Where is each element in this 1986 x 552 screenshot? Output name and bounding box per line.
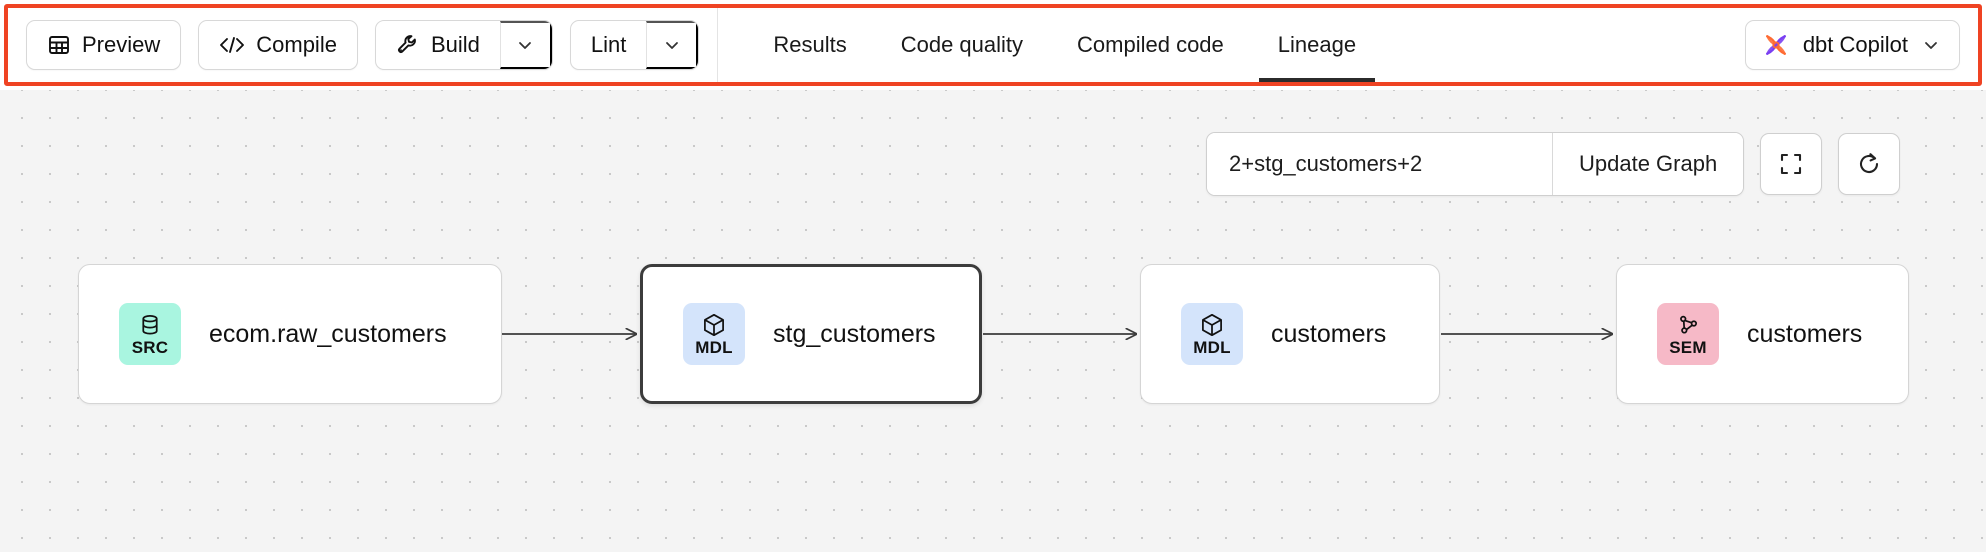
chevron-down-icon: [515, 35, 535, 55]
lint-dropdown-toggle[interactable]: [646, 21, 699, 69]
preview-button[interactable]: Preview: [26, 20, 182, 70]
spacer: [553, 20, 570, 70]
database-icon: [137, 312, 163, 338]
update-graph-button[interactable]: Update Graph: [1552, 133, 1744, 195]
badge-label: SEM: [1669, 338, 1707, 357]
node-type-badge-src: SRC: [119, 303, 181, 365]
spacer: [181, 20, 198, 70]
node-type-badge-sem: SEM: [1657, 303, 1719, 365]
dbt-copilot-label: dbt Copilot: [1802, 32, 1908, 57]
toolbar-annotation-frame: Preview Compile: [4, 4, 1982, 86]
code-brackets-icon: [219, 34, 245, 56]
node-type-badge-mdl: MDL: [1181, 303, 1243, 365]
node-label: customers: [1747, 319, 1863, 348]
graph-selector-input[interactable]: [1207, 133, 1552, 195]
lineage-node-src-ecom-raw-customers[interactable]: SRC ecom.raw_customers: [78, 264, 502, 404]
preview-label: Preview: [82, 32, 161, 57]
chevron-down-icon: [1921, 35, 1941, 55]
tab-compiled-code[interactable]: Compiled code: [1050, 8, 1251, 82]
tab-label: Compiled code: [1077, 32, 1224, 57]
badge-label: MDL: [695, 338, 733, 357]
wrench-icon: [396, 33, 420, 57]
tab-lineage[interactable]: Lineage: [1251, 8, 1383, 82]
node-label: ecom.raw_customers: [209, 319, 447, 348]
table-icon: [47, 33, 71, 57]
lint-button[interactable]: Lint: [571, 21, 646, 69]
dbt-copilot-icon: [1762, 31, 1790, 59]
lineage-edges: [501, 90, 1986, 552]
result-tabs: Results Code quality Compiled code Linea…: [746, 8, 1383, 82]
lineage-node-mdl-customers[interactable]: MDL customers: [1140, 264, 1440, 404]
lint-label: Lint: [590, 32, 627, 57]
selector-combo: Update Graph: [1206, 132, 1745, 196]
build-split-button: Build: [374, 20, 553, 70]
dbt-copilot-button[interactable]: dbt Copilot: [1744, 20, 1960, 70]
toolbar-divider: [717, 8, 719, 82]
tab-code-quality[interactable]: Code quality: [874, 8, 1050, 82]
expand-icon: [1778, 151, 1804, 177]
lint-split-button: Lint: [569, 20, 700, 70]
refresh-icon: [1856, 151, 1882, 177]
toolbar-actions: Preview Compile: [26, 20, 700, 70]
editor-toolbar: Preview Compile: [8, 8, 1978, 82]
tab-label: Code quality: [900, 32, 1024, 57]
node-label: stg_customers: [773, 319, 936, 348]
fullscreen-button[interactable]: [1760, 133, 1823, 195]
build-button[interactable]: Build: [376, 21, 500, 69]
lineage-canvas[interactable]: Update Graph: [0, 90, 1986, 552]
node-label: customers: [1271, 319, 1387, 348]
lineage-node-mdl-stg-customers[interactable]: MDL stg_customers: [640, 264, 982, 404]
badge-label: MDL: [1193, 338, 1231, 357]
cube-icon: [1199, 312, 1225, 338]
tab-results[interactable]: Results: [746, 8, 873, 82]
build-label: Build: [430, 32, 480, 57]
cube-icon: [701, 312, 727, 338]
tab-label: Lineage: [1277, 32, 1357, 57]
compile-label: Compile: [256, 32, 337, 57]
chevron-down-icon: [662, 35, 682, 55]
graph-controls: Update Graph: [1206, 132, 1901, 196]
tab-label: Results: [773, 32, 847, 57]
compile-button[interactable]: Compile: [198, 20, 358, 70]
badge-label: SRC: [131, 338, 169, 357]
graph-nodes-icon: [1675, 312, 1701, 338]
build-dropdown-toggle[interactable]: [499, 21, 552, 69]
node-type-badge-mdl: MDL: [683, 303, 745, 365]
spacer: [358, 20, 375, 70]
refresh-button[interactable]: [1838, 133, 1901, 195]
lineage-node-sem-customers[interactable]: SEM customers: [1616, 264, 1909, 404]
